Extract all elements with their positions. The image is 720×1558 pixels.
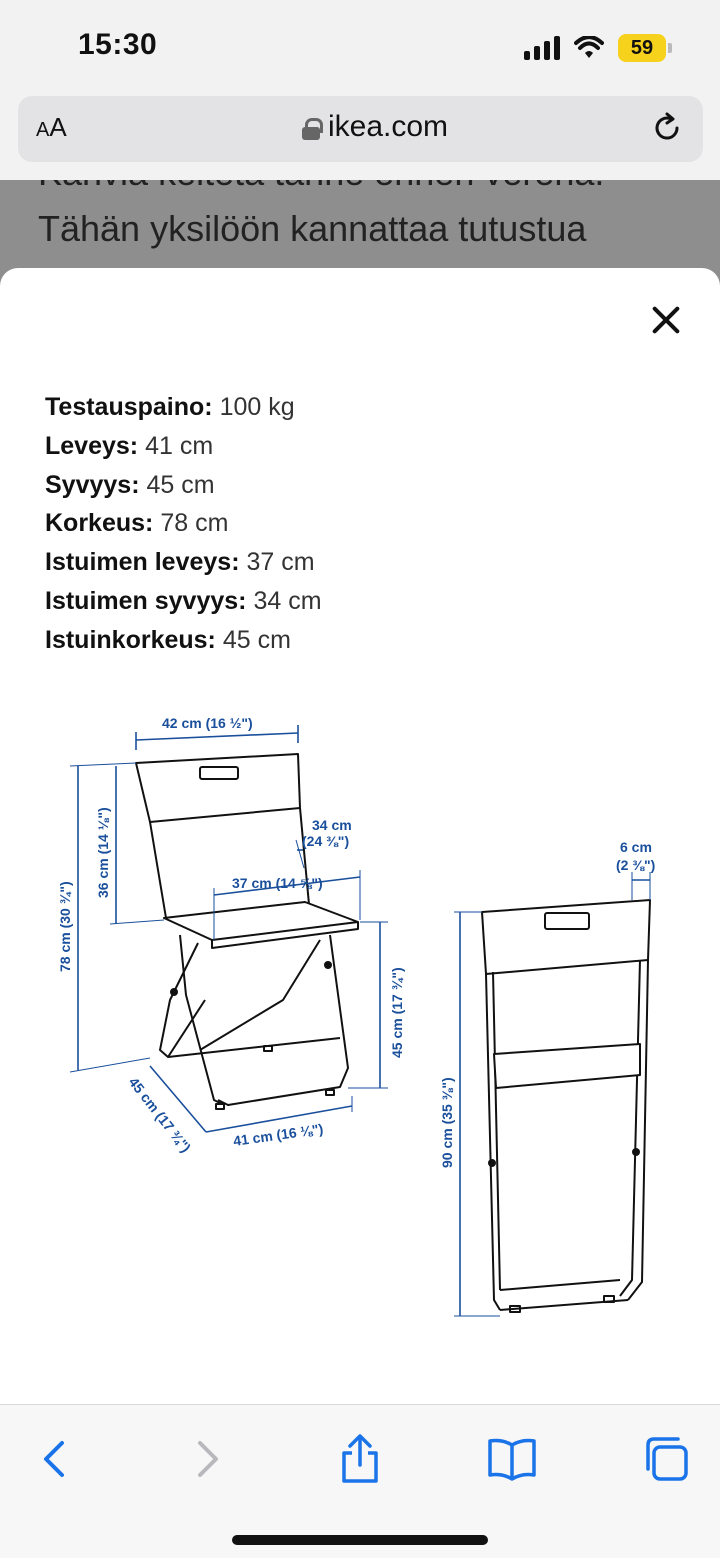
home-indicator (232, 1535, 488, 1545)
spec-row: Leveys: 41 cm (45, 431, 214, 460)
label-folded-thickness-b: (2 ⅜") (616, 857, 655, 873)
battery-level: 59 (618, 34, 666, 62)
reload-icon[interactable] (649, 110, 685, 146)
lock-icon (302, 118, 323, 140)
background-text-1: Kahvia keitetä tänne ennen verenä. (38, 180, 604, 194)
status-icons: 59 (524, 34, 672, 62)
url-display[interactable]: ikea.com (302, 110, 448, 144)
label-folded-thickness-a: 6 cm (620, 839, 652, 855)
tabs-icon[interactable] (638, 1431, 694, 1487)
battery-icon: 59 (618, 34, 672, 62)
label-seat-depth-b: (24 ⅜") (302, 833, 349, 849)
label-back-height: 36 cm (14 ⅛") (95, 807, 111, 898)
back-icon[interactable] (26, 1431, 82, 1487)
url-text: ikea.com (328, 110, 449, 143)
label-backrest-width: 42 cm (16 ½") (162, 715, 253, 731)
spec-row: Istuinkorkeus: 45 cm (45, 625, 291, 654)
close-button[interactable] (648, 302, 684, 338)
forward-icon[interactable] (180, 1431, 236, 1487)
dimensions-sheet: Testauspaino: 100 kg Leveys: 41 cm Syvyy… (0, 268, 720, 1404)
background-text-2: Tähän yksilöön kannattaa tutustua (38, 208, 587, 249)
label-seat-depth-a: 34 cm (312, 817, 352, 833)
chair-folded-drawing (481, 899, 651, 1313)
share-icon[interactable] (332, 1431, 388, 1487)
chair-dimension-drawing: 42 cm (16 ½") 78 cm (30 ¾") 36 cm (14 ⅛"… (57, 715, 655, 1317)
spec-row: Syvyys: 45 cm (45, 470, 215, 499)
cellular-signal-icon (524, 36, 560, 60)
label-total-height: 78 cm (30 ¾") (57, 881, 73, 972)
label-seat-width: 37 cm (14 ⅝") (232, 875, 323, 891)
label-seat-height: 45 cm (17 ¾") (389, 967, 405, 1058)
wifi-icon (574, 36, 604, 58)
bookmarks-icon[interactable] (484, 1431, 540, 1487)
label-depth: 45 cm (17 ¾") (126, 1074, 194, 1155)
background-page: Kahvia keitetä tänne ennen verenä. Tähän… (0, 180, 720, 270)
spec-row: Istuimen leveys: 37 cm (45, 548, 315, 577)
label-folded-height: 90 cm (35 ⅜") (439, 1077, 455, 1168)
chair-unfolded-drawing (135, 753, 359, 1110)
spec-list: Testauspaino: 100 kg Leveys: 41 cm Syvyy… (45, 388, 322, 660)
dimension-lines (69, 725, 651, 1317)
browser-toolbar (0, 1404, 720, 1558)
status-bar: 15:30 59 (0, 0, 720, 96)
spec-row: Testauspaino: 100 kg (45, 393, 295, 421)
spec-row: Istuimen syvyys: 34 cm (45, 586, 322, 615)
status-time: 15:30 (78, 28, 158, 61)
spec-row: Korkeus: 78 cm (45, 509, 229, 538)
